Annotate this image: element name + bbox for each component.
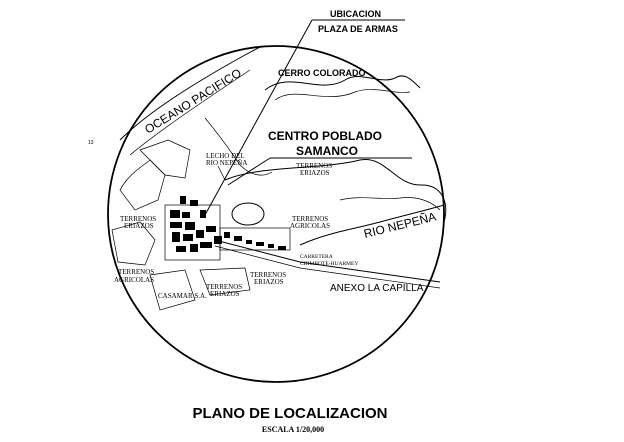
label-ubicacion: UBICACION <box>330 9 381 19</box>
label-agricolas-left-1: TERRENOS <box>118 268 154 276</box>
page-title: PLANO DE LOCALIZACION <box>193 405 388 422</box>
leader-ubicacion-diag <box>204 19 313 216</box>
label-carretera-2: CHIMBOTE-HUARMEY <box>300 261 358 267</box>
label-eriazos-bottom-1: TERRENOS <box>206 283 242 291</box>
hill-contour <box>204 117 273 176</box>
label-eriazos-top-1: TERRENOS <box>296 162 332 170</box>
label-marker: 13 <box>88 140 94 146</box>
label-agricolas-right-1: TERRENOS <box>292 215 328 223</box>
scale-label: ESCALA 1/20,000 <box>262 425 324 434</box>
label-casamar: CASAMAR S.A. <box>158 292 207 300</box>
label-eriazos-mid-2: ERIAZOS <box>254 278 284 286</box>
river-channel <box>339 197 441 211</box>
label-cerro: CERRO COLORADO <box>278 68 366 78</box>
cerro-colorado-contour-2 <box>274 89 411 101</box>
label-centro-1: CENTRO POBLADO <box>268 129 382 143</box>
label-centro-2: SAMANCO <box>296 144 358 158</box>
label-lecho-1: LECHO DEL <box>206 152 245 160</box>
label-eriazos-left-1: TERRENOS <box>120 215 156 223</box>
label-plaza: PLAZA DE ARMAS <box>318 24 398 34</box>
urban-area <box>164 196 291 261</box>
parcel-bottom-2 <box>199 267 251 296</box>
lagoon <box>231 202 265 226</box>
road-line-1 <box>214 239 441 283</box>
road-line-2 <box>214 245 441 289</box>
parcel-left-2 <box>111 221 156 266</box>
parcel-bottom <box>149 269 196 311</box>
parcel-left-3 <box>139 139 191 179</box>
label-oceano: OCEANO PACIFICO <box>142 66 244 137</box>
label-eriazos-bottom-2: ERIAZOS <box>210 290 240 298</box>
label-carretera-1: CARRETERA <box>300 254 333 260</box>
label-lecho-2: RIO NEPEÑA <box>206 159 247 167</box>
river-bank-south <box>299 204 445 246</box>
map-boundary-circle <box>107 45 445 383</box>
river-bank-north <box>224 158 447 223</box>
label-agricolas-left-2: AGRICOLAS <box>114 276 154 284</box>
label-rio: RIO NEPEÑA <box>362 209 437 240</box>
leader-centro-diag <box>227 157 271 186</box>
coastline <box>119 45 263 141</box>
coastline-inner <box>129 69 251 156</box>
label-eriazos-left-2: ERIAZOS <box>124 222 154 230</box>
cerro-colorado-contour <box>264 75 421 91</box>
label-anexo: ANEXO LA CAPILLA <box>330 283 424 294</box>
label-agricolas-right-2: AGRICOLAS <box>290 222 330 230</box>
label-eriazos-mid-1: TERRENOS <box>250 271 286 279</box>
label-eriazos-top-2: ERIAZOS <box>300 169 330 177</box>
parcel-left-1 <box>119 159 166 211</box>
leader-lecho <box>217 165 226 181</box>
